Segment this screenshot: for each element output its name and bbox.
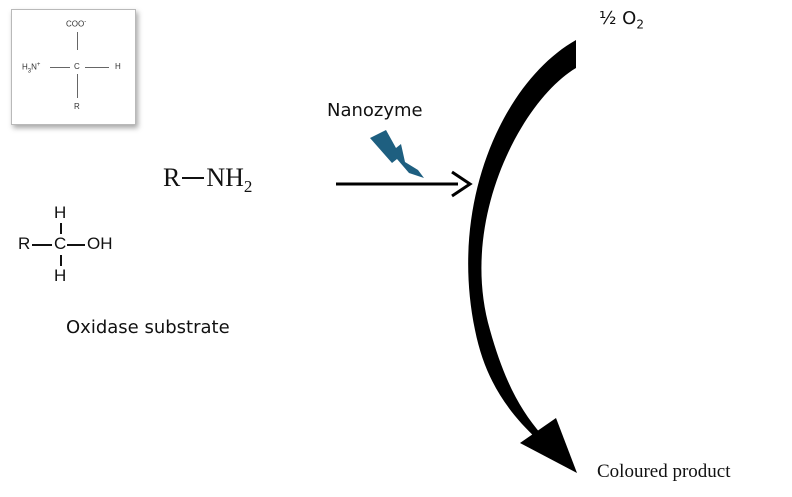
ammonium-h: H bbox=[22, 62, 28, 72]
alcohol-r: R bbox=[18, 234, 31, 253]
ammonium-group: H3N+ bbox=[22, 62, 40, 74]
ammonium-n: N bbox=[31, 62, 37, 72]
carboxylate-group: COO- bbox=[66, 19, 86, 29]
alcohol-bond-bottom bbox=[60, 255, 62, 266]
amino-acid-structure-box: COO- H3N+ C H R bbox=[11, 9, 136, 125]
alcohol-h-bottom: H bbox=[54, 266, 67, 285]
alcohol-bond-right bbox=[67, 244, 85, 246]
curved-arrow-body bbox=[468, 40, 576, 439]
ammonium-h-subscript: 3 bbox=[27, 68, 32, 75]
horizontal-arrow-head bbox=[451, 170, 473, 198]
curved-arrow-head bbox=[520, 418, 577, 473]
amine-bond bbox=[182, 177, 205, 180]
product-label: Coloured product bbox=[597, 461, 731, 482]
alcohol-c: C bbox=[54, 234, 67, 253]
oxygen-prefix: ½ O bbox=[599, 8, 637, 29]
lightning-bolt-icon bbox=[370, 130, 424, 178]
alcohol-bond-top bbox=[60, 223, 62, 234]
bond-bottom bbox=[77, 74, 78, 98]
side-chain-label: R bbox=[74, 102, 80, 111]
carboxylate-charge: - bbox=[84, 19, 87, 25]
nanozyme-label: Nanozyme bbox=[327, 100, 423, 121]
amine-subscript: 2 bbox=[243, 177, 253, 197]
bond-top bbox=[77, 32, 78, 50]
bond-right bbox=[85, 67, 109, 68]
amine-r: R bbox=[163, 163, 181, 192]
oxygen-subscript: 2 bbox=[636, 17, 644, 32]
substrate-caption: Oxidase substrate bbox=[66, 317, 230, 338]
alcohol-h-top: H bbox=[54, 203, 67, 222]
amine-nh: NH bbox=[206, 163, 244, 192]
alcohol-bond-left bbox=[32, 244, 52, 246]
ammonium-charge: + bbox=[36, 62, 41, 68]
alcohol-oh: OH bbox=[87, 234, 113, 253]
amine-substrate: R NH2 bbox=[163, 163, 252, 197]
hydrogen-label: H bbox=[115, 62, 121, 71]
bond-left bbox=[50, 67, 70, 68]
alpha-carbon-label: C bbox=[74, 62, 80, 71]
carboxylate-label: COO bbox=[66, 19, 85, 29]
oxygen-label: ½ O2 bbox=[599, 8, 644, 32]
